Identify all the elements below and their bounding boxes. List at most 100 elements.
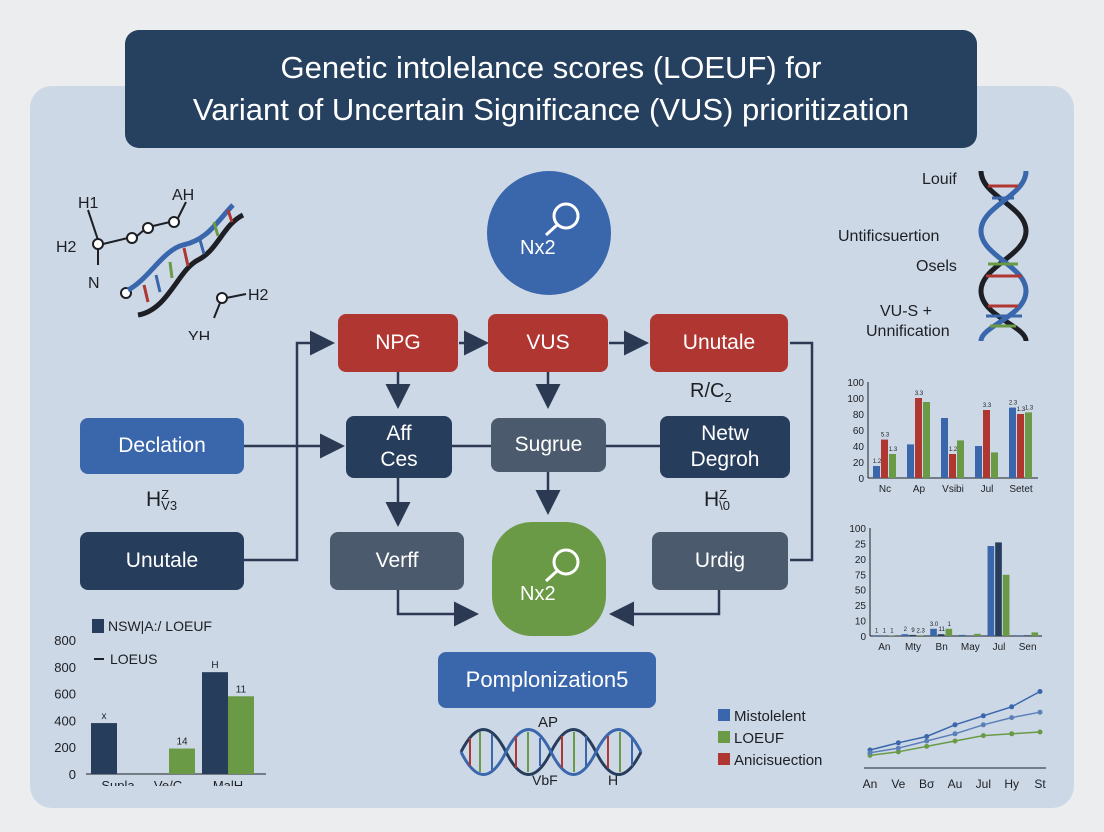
bottom-molecule-node: Nx2 [492,522,606,636]
legend-item-0: Mistolelent [718,706,822,728]
node-urdig: Urdig [652,532,788,590]
dna-right-label-2: Osels [916,258,957,275]
x-tick-label: Jul [993,642,1006,652]
node-declation: Declation [80,418,244,474]
data-point [895,749,901,755]
arrow-verff-circle [396,590,479,627]
node-pomplonization: Pomplonization5 [438,652,656,708]
dna-right-illustration [978,170,1029,342]
data-point [952,722,958,728]
bar [889,454,896,478]
bar [916,635,924,636]
bar [983,410,990,478]
data-point [980,733,986,739]
bar [907,444,914,478]
bar [945,628,953,636]
bar-value-label: 2.3 [1009,401,1018,407]
arrow-unutale-npg [244,330,335,562]
x-tick-label: Mty [905,642,921,652]
bar [987,546,995,636]
bar-value-label: 1 [875,628,879,634]
bar-value-label: 1.3 [1025,405,1034,411]
node-unutale-top: Unutale [650,314,788,372]
y-tick-label: 75 [855,570,867,581]
bar [991,452,998,478]
bar [937,634,945,636]
legend-swatch-0 [718,709,730,721]
data-point [980,713,986,719]
x-tick-label: Ap [913,484,926,495]
top-node-label: Nx2 [520,237,556,259]
x-tick-label: Sen [1019,642,1037,652]
bar [909,634,916,636]
y-tick-label: 10 [855,617,867,628]
data-point [1009,715,1015,721]
title-banner: Genetic intolelance scores (LOEUF) for V… [125,30,977,148]
arrow-urdig-circle [609,590,721,627]
x-tick-label: May [961,642,980,652]
node-unutale-bottom: Unutale [80,532,244,590]
y-tick-label: 40 [853,442,865,453]
data-point [895,740,901,746]
chart-bar-bottom-left: 8008006004002000SuplaxVe/C14MalHH11NSW|A… [54,618,266,786]
bar [872,635,880,636]
bar-value-label: 2 [904,627,908,633]
dna-right-label-3: VU-S + [880,303,933,320]
bar-value-label: 3.3 [915,391,924,397]
bar [1009,407,1016,478]
bar [901,634,909,636]
formula-right: HZ\0 [704,487,731,514]
connector-right-loop [790,341,814,562]
x-tick-label: St [1034,777,1046,791]
top-molecule-node: Nx2 [487,171,611,295]
data-point [1009,731,1015,737]
dna-bottom-illustration [459,728,643,776]
x-tick-label: Ve [891,777,905,791]
bar [1023,635,1031,636]
legend-label: LOEUS [110,651,157,667]
x-tick-label: An [863,777,878,791]
x-tick-label: Jul [981,484,994,495]
bar-value-label: 1.2 [949,447,958,453]
data-point [924,734,930,739]
bar-value-label: 1.3 [889,447,898,453]
x-tick-label: Supla [101,778,135,786]
y-tick-label: 600 [54,687,76,702]
data-point [980,722,986,728]
bar [1017,414,1024,478]
bar [975,446,982,478]
y-tick-label: 100 [847,394,864,405]
x-tick-label: An [878,642,890,652]
bar [1025,412,1032,478]
bar [873,466,880,478]
data-point [867,750,873,756]
x-tick-label: Jul [976,777,991,791]
bottom-node-label: Nx2 [520,583,556,605]
x-tick-label: Bn [936,642,948,652]
x-tick-label: Ve/C [154,778,182,786]
molecule-label-h2-right: H2 [248,287,269,304]
y-tick-label: 800 [54,660,76,675]
legend-swatch-1 [718,731,730,743]
node-verff: Verff [330,532,464,590]
bar [1002,574,1010,636]
dna-bottom-label-ap: AP [538,714,559,731]
bar [228,696,254,774]
y-tick-label: 20 [855,555,867,566]
bar [169,748,195,774]
x-tick-label: Hy [1004,777,1019,791]
bar [1016,635,1023,636]
y-tick-label: 100 [847,378,864,389]
bar [91,723,117,774]
y-tick-label: 60 [853,426,865,437]
bar [1031,632,1039,636]
bar [949,454,956,478]
y-tick-label: 80 [853,410,865,421]
bar-value-label: x [102,711,107,722]
y-tick-label: 50 [855,586,867,597]
bar-value-label: 1.2 [873,459,882,465]
